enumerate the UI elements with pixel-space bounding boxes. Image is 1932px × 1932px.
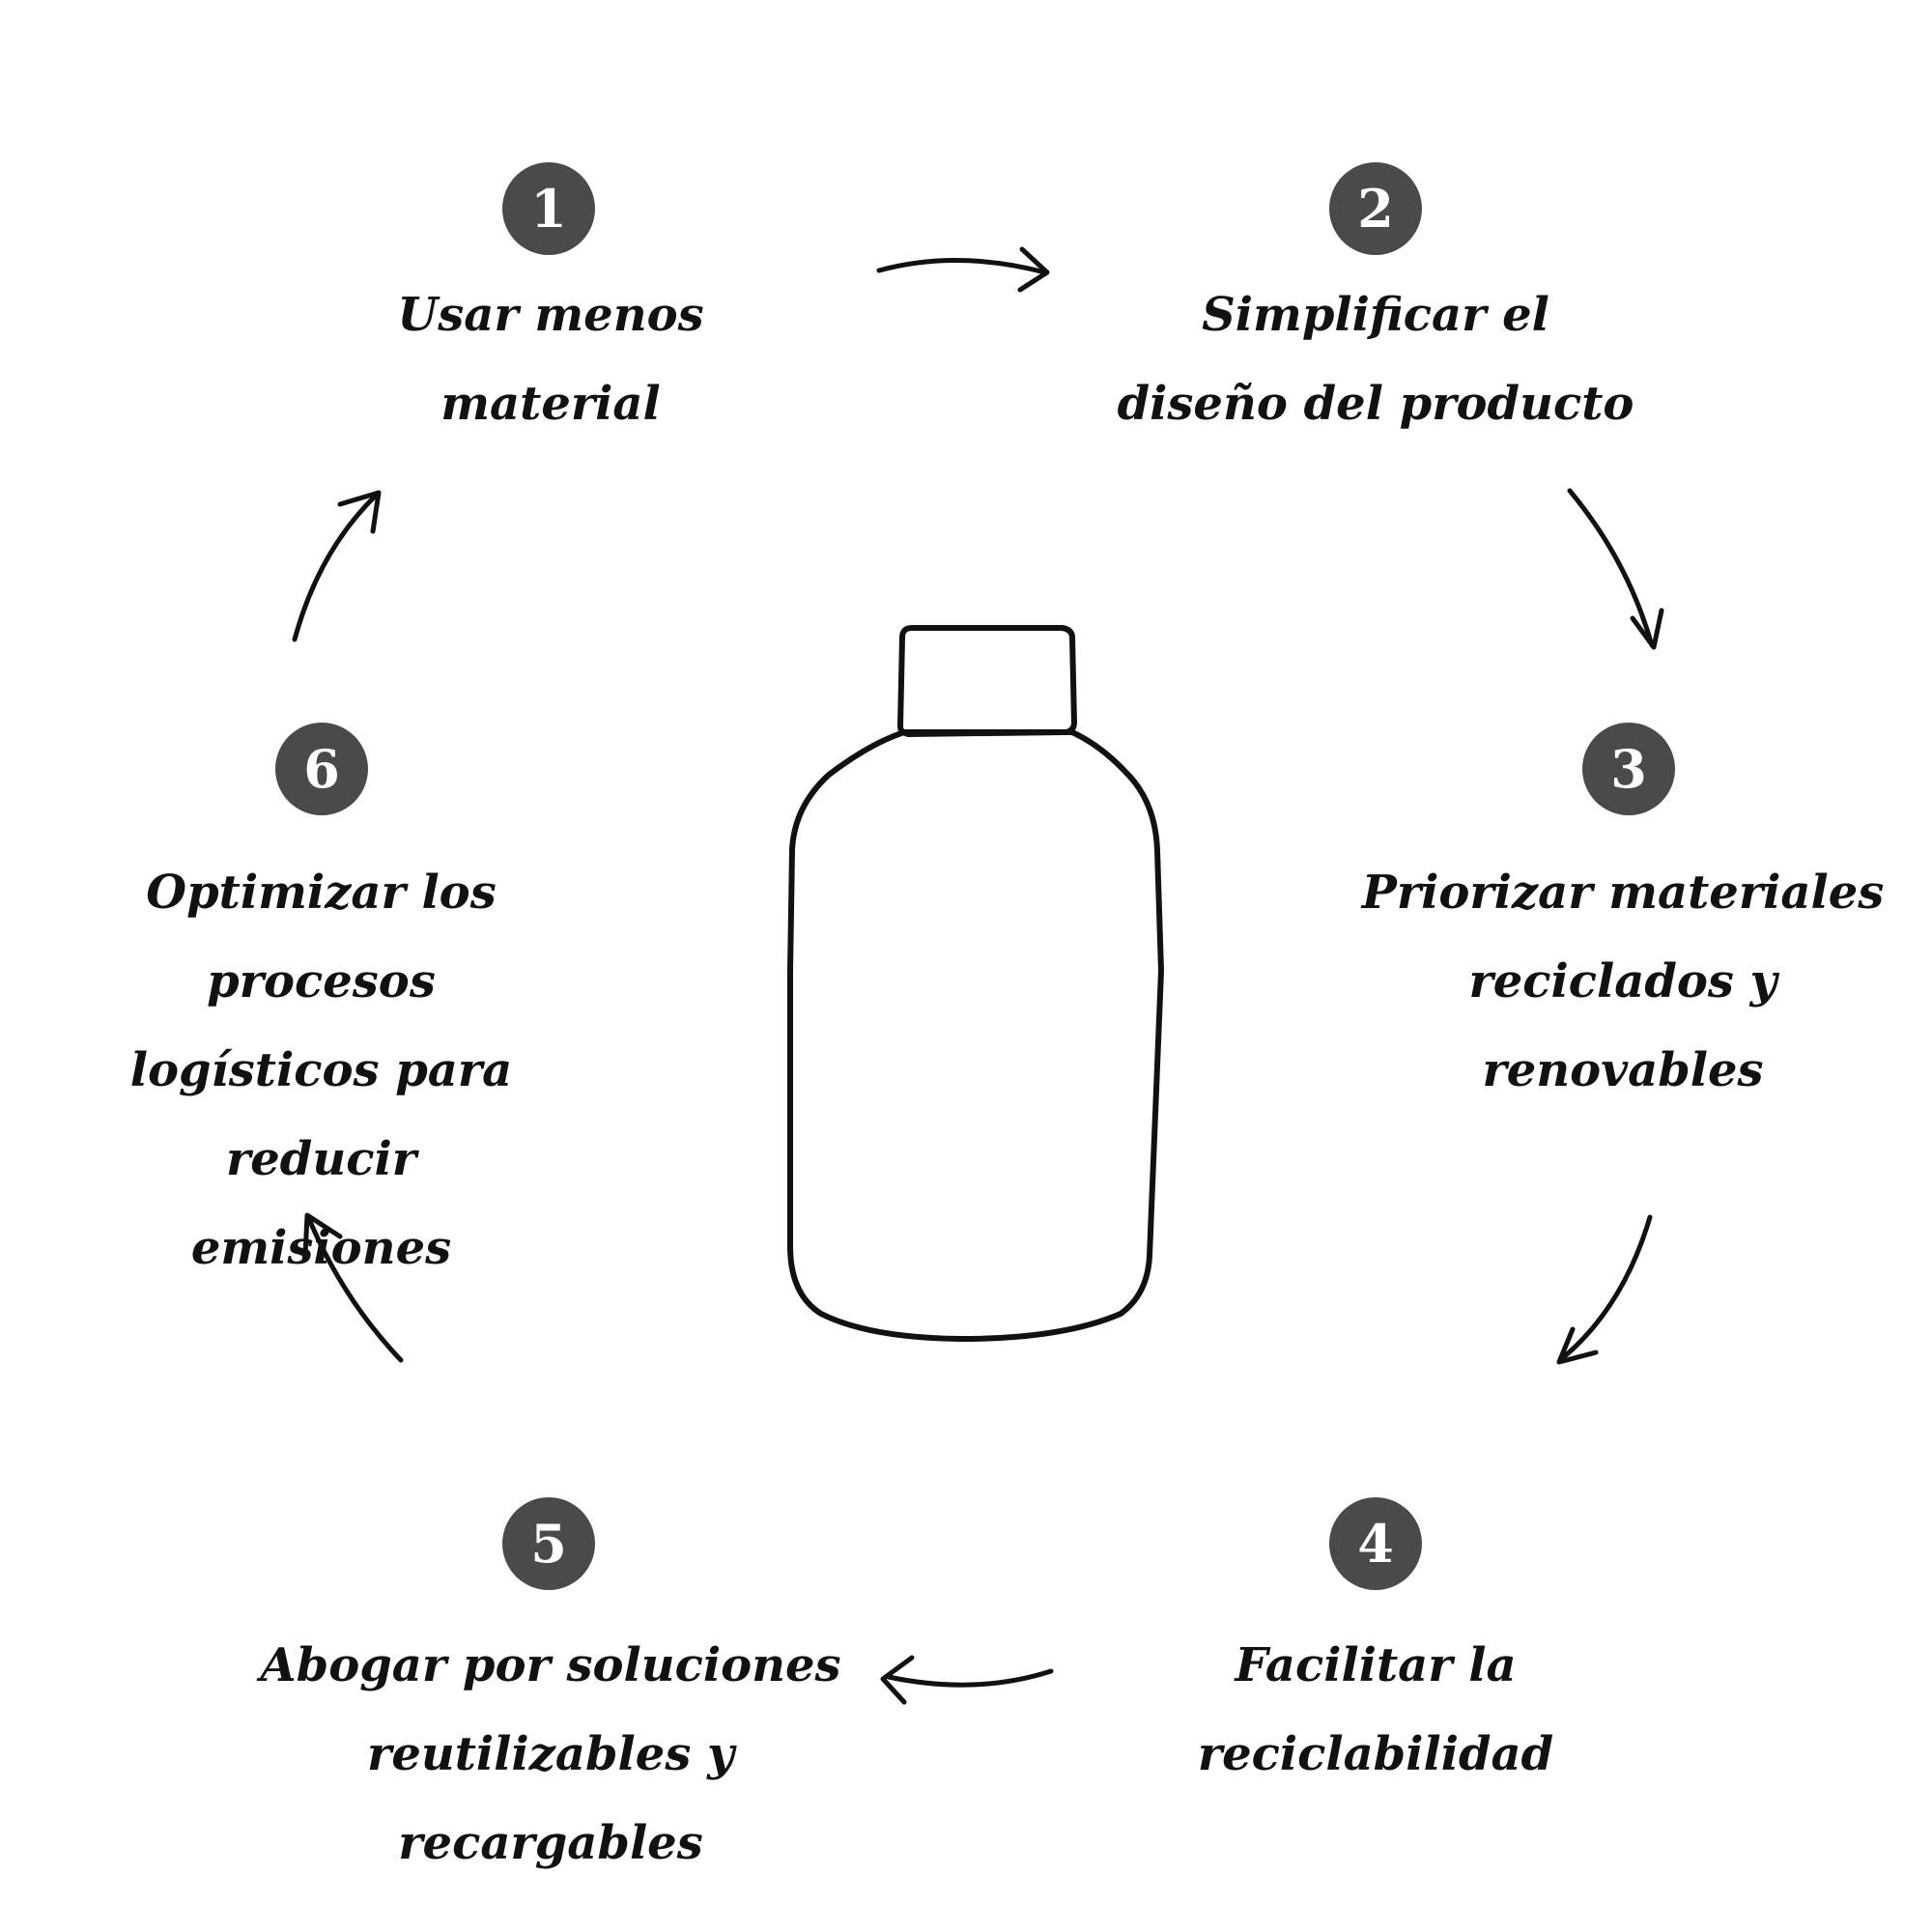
step-2-number-badge: 2 bbox=[1329, 162, 1422, 255]
step-4-number-badge: 4 bbox=[1329, 1497, 1422, 1590]
step-2-label: Simplificar el diseño del producto bbox=[1117, 288, 1634, 431]
arrow-2-to-3 bbox=[1567, 488, 1664, 650]
step-3-number-badge: 3 bbox=[1582, 723, 1675, 815]
bottle-body bbox=[787, 729, 1164, 1342]
arrow-5-to-6 bbox=[302, 1212, 404, 1363]
arrow-6-to-1 bbox=[292, 490, 382, 642]
step-5-number-badge: 5 bbox=[502, 1497, 595, 1590]
step-3-label: Priorizar materiales reciclados y renova… bbox=[1361, 866, 1885, 1097]
step-4-label: Facilitar la reciclabilidad bbox=[1197, 1638, 1554, 1781]
step-1-number-badge: 1 bbox=[502, 162, 595, 255]
arrow-1-to-2 bbox=[876, 246, 1050, 293]
step-6-number-badge: 6 bbox=[275, 723, 368, 815]
step-1-label: Usar menos material bbox=[397, 288, 704, 431]
arrow-3-to-4 bbox=[1556, 1214, 1653, 1365]
bottle-cap bbox=[897, 625, 1077, 737]
arrow-4-to-5 bbox=[880, 1655, 1054, 1705]
step-5-label: Abogar por soluciones reutilizables y re… bbox=[260, 1638, 841, 1870]
step-6-label: Optimizar los procesos logísticos para r… bbox=[129, 866, 513, 1275]
